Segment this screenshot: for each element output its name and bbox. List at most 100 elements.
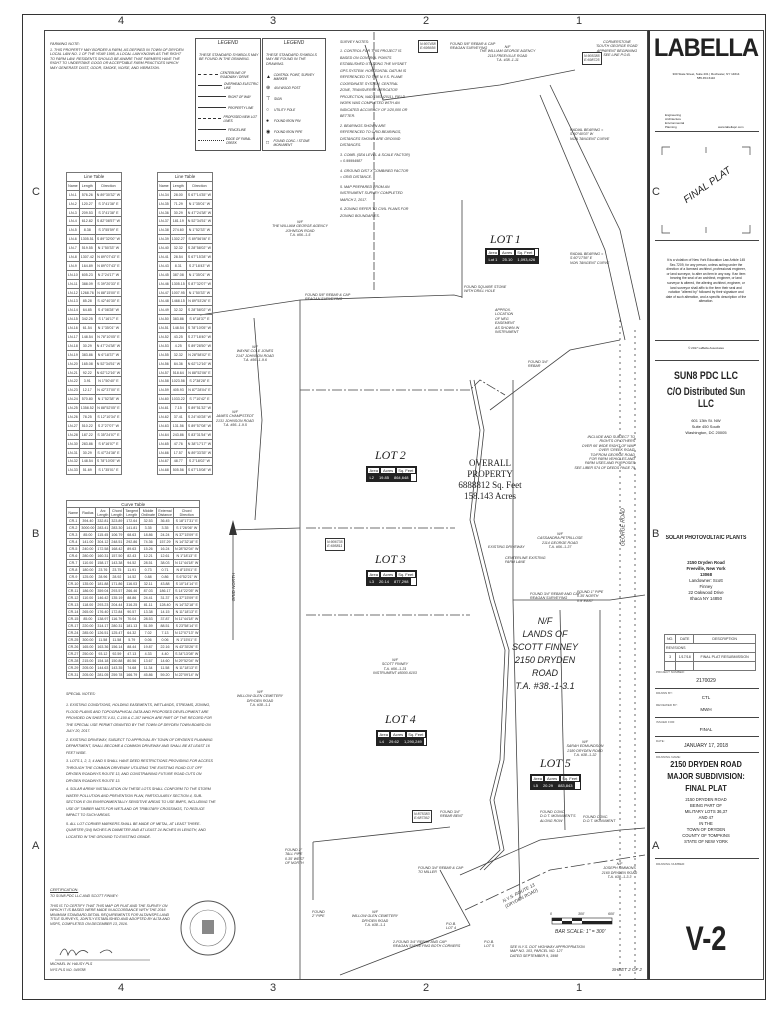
table-cell: S 14°22'05" W <box>172 587 201 596</box>
table-cell: 14.60 <box>155 657 174 666</box>
table-cell: LN-26 <box>66 412 80 422</box>
table-cell: 3000.00 <box>79 524 97 533</box>
table-cell: LN-9 <box>66 260 80 271</box>
table-cell: 7.13 <box>155 629 174 638</box>
legend-item: PROPERTY LINE <box>198 102 260 113</box>
monument-label: FOUND 5/8" REBAR & CAP REAGAN SURVEYING <box>305 293 351 302</box>
table-cell: 157.50 <box>109 552 125 561</box>
table-cell: S 2°27'07" W <box>94 420 123 431</box>
table-cell: 165.00 <box>79 643 97 652</box>
table-cell: 280.00 <box>79 552 97 561</box>
route13-row <box>459 827 646 876</box>
table-cell: S 83°31'54" W <box>185 429 214 440</box>
table-cell: LN-37 <box>157 216 171 227</box>
table-cell: 0.88 <box>139 573 157 582</box>
monument-label: FOUND 3/4" REBAR AND CAP REAGAN SURVEYIN… <box>530 592 581 601</box>
note-item: 4. SOLAR ARRAY INSTALLATION ON THESE LOT… <box>66 787 216 817</box>
certification-to: TO SUN8 PDC LLC AND SCOTT FINNEY: <box>50 894 119 898</box>
table-cell: 250.00 <box>79 650 97 659</box>
note-item: 6. ZONING REFER TO CIVIL PLANS FOR ZONIN… <box>340 207 409 218</box>
table-cell: LN-27 <box>66 420 80 431</box>
table-cell: 110.00 <box>79 559 97 568</box>
table-cell: 37.41 <box>169 412 187 422</box>
table-title: Line Table <box>65 172 123 182</box>
table-cell: S 3°55'59" E <box>94 225 123 236</box>
table-cell: 13.67 <box>139 657 157 666</box>
legend-item: FENCELINE <box>198 124 260 135</box>
table-cell: 7.15 <box>169 403 187 414</box>
table-cell: CR-25 <box>65 636 81 645</box>
table-cell: 87.03 <box>139 587 157 596</box>
table-cell: 168.42 <box>109 545 125 554</box>
table-cell: N 8°15'01" E <box>172 566 201 575</box>
table-cell: 135.00 <box>79 580 97 589</box>
table-cell: 36.45 <box>155 517 174 526</box>
table-cell: CR-2 <box>65 524 81 533</box>
table-cell: S 67°14'35" W <box>185 189 214 200</box>
table-cell: 240.00 <box>79 545 97 554</box>
table-cell: N 37°15'09" E <box>172 594 201 603</box>
legend-item: ●FOUND IRON PIN <box>266 115 326 126</box>
table-cell: 18.86 <box>139 531 157 540</box>
table-cell: N 1°15'01" E <box>172 636 201 645</box>
table-cell: 90.57 <box>123 608 141 617</box>
table-cell: LN-61 <box>157 403 171 414</box>
table-cell: 518.64 <box>169 367 187 378</box>
table-cell: S 89°28'50" W <box>185 340 214 351</box>
table-cell: 30.29 <box>78 447 96 458</box>
table-cell: LN-40 <box>157 243 171 254</box>
table-cell: 205.00 <box>79 671 97 680</box>
table-cell: 12.17 <box>78 385 96 396</box>
table-cell: 24.41 <box>139 594 157 603</box>
table-cell: LN-18 <box>66 340 80 351</box>
table-cell: N 1°52'33" W <box>185 225 214 236</box>
table-cell: N 6°18'37" W <box>94 349 123 360</box>
column-header: DATE <box>675 634 695 644</box>
table-cell: 1307.42 <box>78 252 96 262</box>
farm-lane-label: CENTERLINE EXISTING FARM LANE <box>505 556 546 565</box>
table-cell: 383.86 <box>78 349 96 360</box>
note-item: 1. CONTROL FOR THIS PROJECT IS BASED ON … <box>340 49 408 118</box>
lot-1-label: LOT 1 <box>490 232 521 246</box>
table-cell: 7.02 <box>139 629 157 638</box>
table-cell: 106.79 <box>109 531 125 540</box>
legend-symbol-icon: ⊤ <box>266 95 271 102</box>
table-cell: 166.79 <box>123 671 141 680</box>
table-cell: N 88°52'06" E <box>185 367 214 378</box>
table-cell: N 11°18'13" E <box>172 608 201 617</box>
table-cell: LN-5 <box>66 225 80 236</box>
column-header: External Distance <box>155 507 174 519</box>
table-cell: N 38°17'17" W <box>185 438 214 449</box>
table-cell: LN-28 <box>66 429 80 440</box>
line-style-swatch <box>198 129 226 130</box>
table-cell: S 67°15'08" W <box>185 465 214 476</box>
table-cell: 8.31 <box>169 260 187 271</box>
table-cell: N 1°50'33" W <box>185 287 214 298</box>
column-header: Direction <box>94 180 123 191</box>
table-cell: 605.23 <box>78 269 96 280</box>
firm-website: www.labellapc.com <box>718 125 744 129</box>
table-cell: LN-13 <box>66 296 80 307</box>
lot-5-label: LOT 5 <box>540 756 571 770</box>
legend-symbol-icon: ○ <box>266 106 270 113</box>
table-cell: FINAL PLAT RESUBMISSION <box>693 651 756 662</box>
table-cell: 293.57 <box>109 587 125 596</box>
zone-col-1-bottom: 1 <box>576 982 583 994</box>
table-cell: CR-28 <box>65 657 81 666</box>
legend-item: EDGE OF FARAL CREEK <box>198 135 260 146</box>
